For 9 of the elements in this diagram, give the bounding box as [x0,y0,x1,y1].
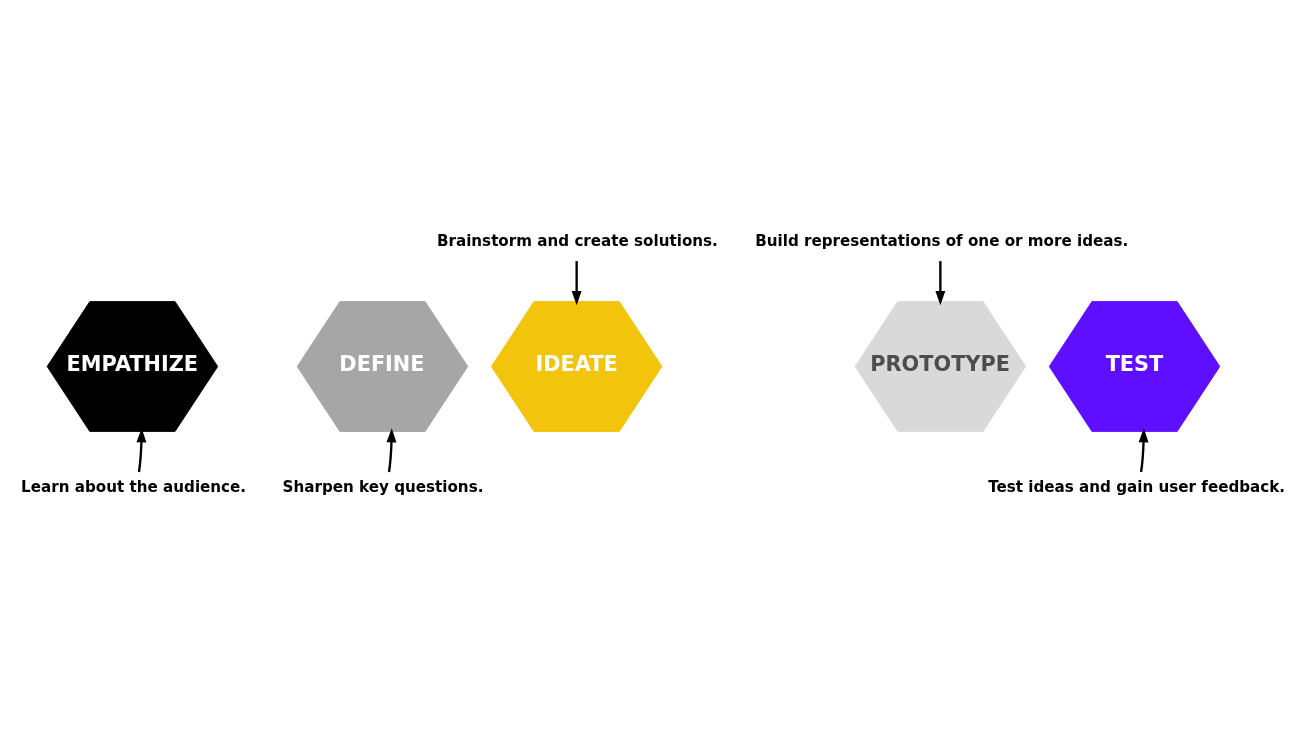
node-text: Build representations of one or more ideas. [755,231,1129,250]
arrow [571,260,582,305]
arrow [386,427,397,472]
arrow [1138,427,1149,472]
node-text: Test ideas and gain user feedback. [988,477,1286,496]
node-text: Learn about the audience. [21,477,247,496]
node-text: Brainstorm and create solutions. [436,231,718,250]
arrow [935,260,946,305]
node-text: Sharpen key questions. [282,477,484,496]
